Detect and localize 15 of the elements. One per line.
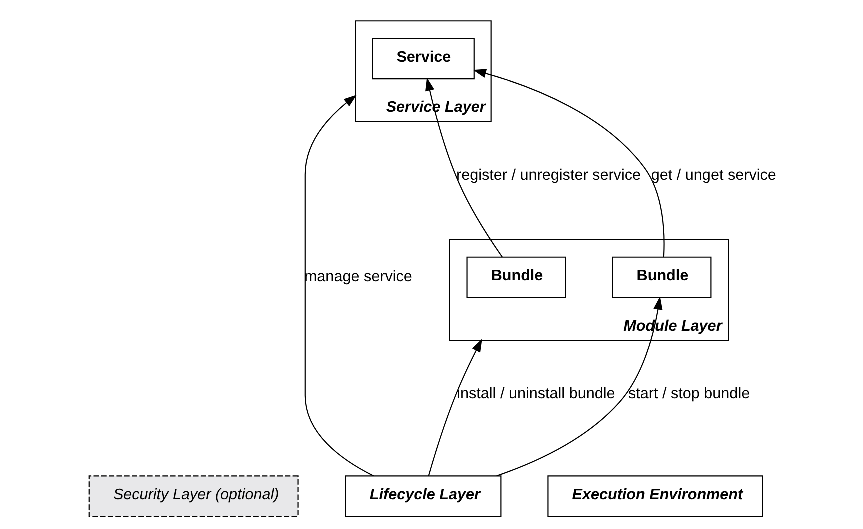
arrow — [428, 339, 482, 476]
node-box: Lifecycle Layer — [344, 476, 502, 518]
node-box: Service — [372, 38, 474, 80]
arrow — [472, 69, 664, 258]
edge-label: register / unregister service — [456, 166, 641, 184]
edge-label: start / stop bundle — [628, 386, 750, 403]
edge-label: install / uninstall bundle — [456, 386, 615, 403]
arrow — [425, 78, 502, 258]
arrow — [496, 296, 662, 477]
node-box: Execution Environment — [547, 476, 763, 518]
node-box: Bundle — [612, 256, 712, 298]
node-box: Security Layer (optional) — [88, 476, 298, 518]
node-box: Bundle — [466, 256, 566, 298]
edge-label: get / unget service — [650, 166, 776, 184]
arrow — [304, 95, 374, 477]
